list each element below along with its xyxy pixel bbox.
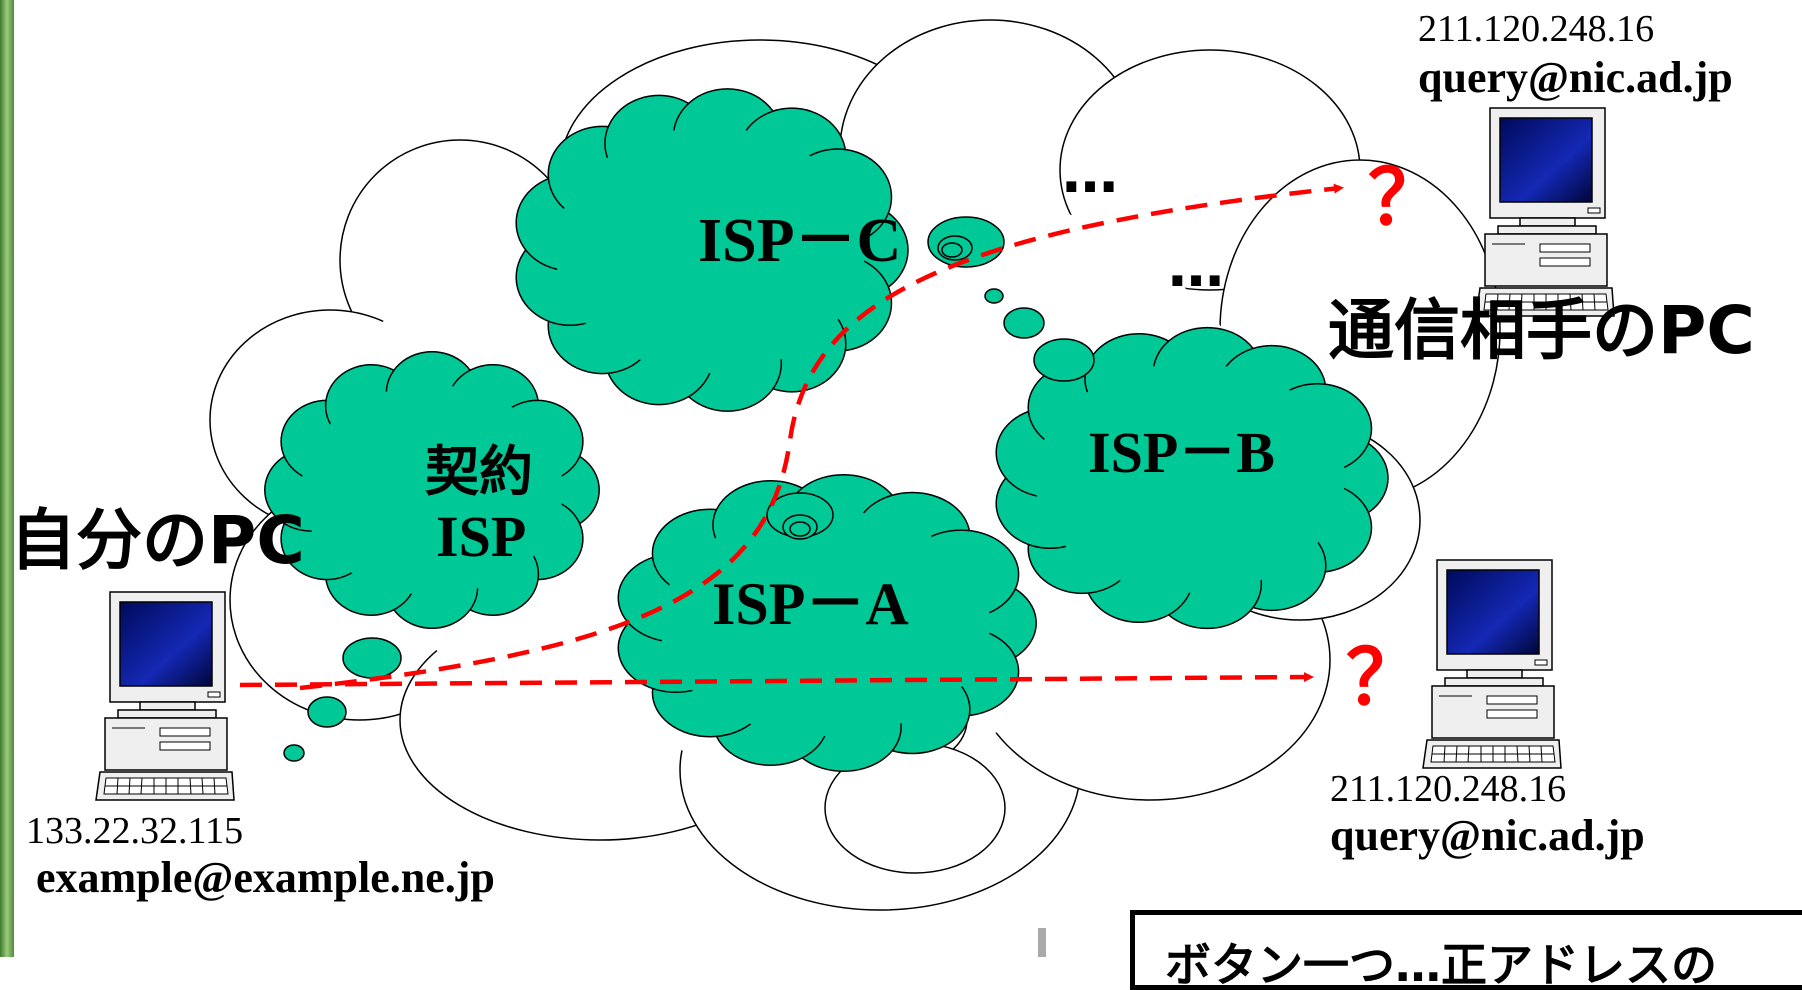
route-lines	[239, 183, 1344, 691]
left-decor-bar	[0, 0, 14, 957]
my-pc-email: example@example.ne.jp	[36, 853, 495, 902]
isp-a-label: ISP－A	[712, 571, 909, 637]
callout-pointer	[1038, 928, 1046, 957]
route-direct	[239, 672, 1314, 688]
ellipsis-mark-2: …	[1168, 235, 1228, 300]
unknown-destination-top: ？	[1368, 153, 1444, 242]
partner-pc-top-icon	[1475, 107, 1615, 317]
callout-box: ボタン一つ…正アドレスの	[1130, 910, 1802, 990]
isp-c-cloud	[515, 88, 909, 412]
my-pc-label: 自分のPC	[10, 502, 305, 579]
ellipsis-mark-1: …	[1062, 141, 1122, 206]
isp-b-label: ISP－B	[1088, 420, 1275, 485]
partner-pc-label: 通信相手のPC	[1328, 292, 1755, 369]
isp-contract-label-line1: 契約	[425, 440, 533, 503]
isp-c-label: ISP－C	[698, 207, 902, 275]
partner-pc-bottom-ip: 211.120.248.16	[1330, 768, 1567, 810]
unknown-destination-bottom: ？	[1346, 633, 1422, 722]
diagram-canvas	[0, 0, 1615, 957]
partner-pc-bottom-email: query@nic.ad.jp	[1330, 811, 1645, 860]
my-pc-ip: 133.22.32.115	[26, 810, 244, 852]
callout-text: ボタン一つ…正アドレスの	[1165, 938, 1717, 990]
isp-contract-cloud	[264, 351, 600, 629]
partner-pc-bottom-icon	[1422, 559, 1562, 769]
partner-pc-top-email: query@nic.ad.jp	[1418, 53, 1733, 102]
isp-b-cloud	[995, 326, 1389, 630]
isp-contract-label-line2: ISP	[436, 504, 527, 569]
my-pc-icon	[95, 591, 235, 801]
partner-pc-top-ip: 211.120.248.16	[1418, 8, 1655, 50]
